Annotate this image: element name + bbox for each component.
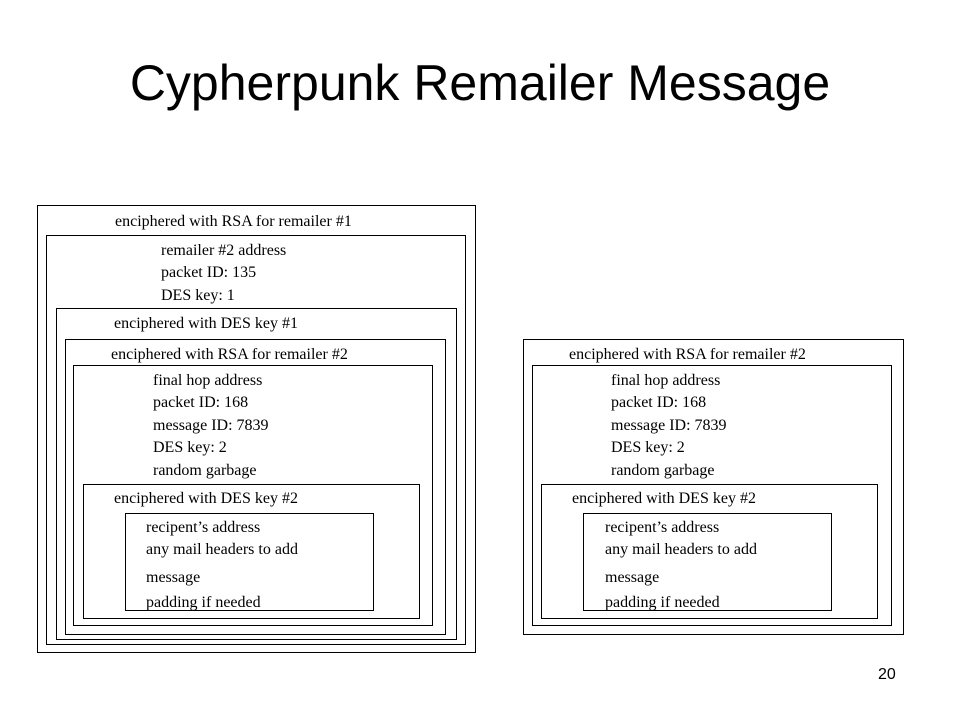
des-key2-box [83,484,420,619]
payload-headers: any mail headers to add [146,541,298,558]
hop2-packet-id: packet ID: 168 [611,394,707,411]
rsa-remailer2-box [523,339,904,635]
hop2-packet-id: packet ID: 168 [153,394,249,411]
rsa-remailer2-box [65,339,446,635]
hop2-address: final hop address [153,372,263,389]
hop2-des-key: DES key: 2 [153,439,227,456]
remailer2-content-box [532,365,892,626]
payload-box [125,513,374,611]
slide-title: Cypherpunk Remailer Message [129,55,831,111]
rsa-remailer2-label: enciphered with RSA for remailer #2 [569,346,806,363]
hop2-message-id: message ID: 7839 [611,417,727,434]
hop1-packet-id: packet ID: 135 [161,264,257,281]
remailer1-content-box [46,235,466,645]
payload-headers: any mail headers to add [605,541,757,558]
remailer2-content-box [73,365,433,626]
hop2-message-id: message ID: 7839 [153,417,269,434]
payload-padding: padding if needed [146,594,261,611]
hop2-random-garbage: random garbage [611,462,715,479]
hop2-des-key: DES key: 2 [611,439,685,456]
page-number: 20 [878,666,896,683]
payload-padding: padding if needed [605,594,720,611]
rsa-remailer1-box [37,205,476,653]
payload-message: message [605,569,660,586]
des-key2-label: enciphered with DES key #2 [114,490,298,507]
hop2-address: final hop address [611,372,721,389]
hop1-des-key: DES key: 1 [161,287,235,304]
payload-message: message [146,569,201,586]
payload-recipient: recipent’s address [605,519,720,536]
rsa-remailer1-label: enciphered with RSA for remailer #1 [115,213,352,230]
des-key2-box [541,484,878,619]
hop2-random-garbage: random garbage [153,462,257,479]
payload-recipient: recipent’s address [146,519,261,536]
des-key2-label: enciphered with DES key #2 [572,490,756,507]
payload-box [583,513,832,611]
des-key1-label: enciphered with DES key #1 [114,315,298,332]
rsa-remailer2-label: enciphered with RSA for remailer #2 [111,346,348,363]
hop1-address: remailer #2 address [161,242,287,259]
des-key1-box [56,308,457,640]
